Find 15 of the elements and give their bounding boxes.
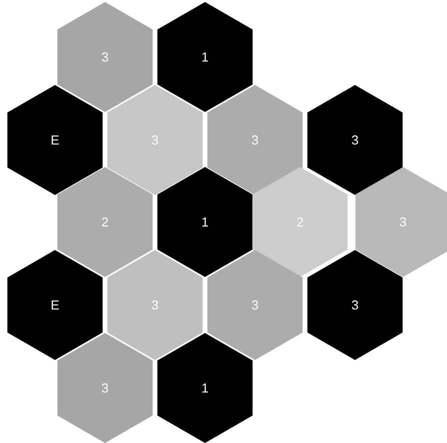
hexagon-cell: 3 — [307, 250, 403, 360]
hexagon-cell: 3 — [207, 250, 303, 360]
hexagon-cell: 3 — [355, 166, 447, 277]
hexagon-cell: 3 — [57, 332, 153, 443]
hexagon-cell: E — [7, 84, 103, 195]
hexagon-cell: 3 — [207, 84, 303, 195]
hexagon-cell: 1 — [157, 332, 253, 443]
hexagon-cell: 3 — [107, 250, 203, 360]
hexagon-cell: 1 — [157, 166, 253, 277]
hexagon-cell: 3 — [307, 84, 403, 195]
hexagon-cell: 2 — [57, 166, 153, 277]
hexagon-cell: 3 — [57, 2, 153, 112]
hexagon-cell: 3 — [107, 84, 203, 195]
hexagon-cell: 1 — [157, 2, 253, 112]
hexagon-cell: E — [7, 250, 103, 360]
